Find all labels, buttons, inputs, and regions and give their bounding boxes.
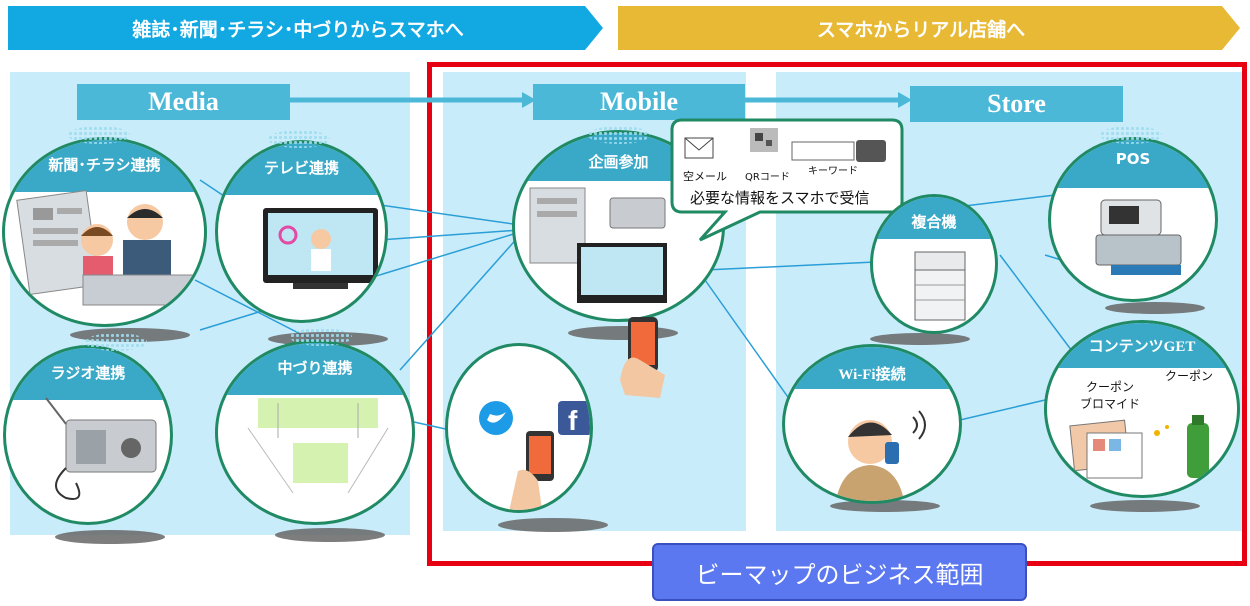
coupon-promide-label: クーポン ブロマイド (1080, 380, 1141, 411)
radio-illustration (45, 397, 157, 500)
cash-register-illustration (1095, 199, 1182, 275)
pos-circle: POS (1048, 137, 1218, 302)
wifi-user-illustration (836, 410, 926, 501)
coupon-label: クーポン (1165, 369, 1214, 383)
train-ad-caption: 中づり連携 (218, 343, 412, 395)
svg-text:f: f (568, 405, 578, 436)
social-illustration: f (479, 401, 590, 510)
dots-decoration (85, 333, 147, 351)
newspaper-circle: 新聞･チラシ連携 (2, 137, 207, 327)
tv-illustration (263, 208, 378, 289)
shadow (870, 333, 970, 345)
contents-circle: コンテンツGET クーポン ブロマイド クーポン (1044, 320, 1240, 498)
social-circle: f (445, 343, 593, 513)
callout-keyword: キーワード (808, 166, 858, 177)
callout-message: 必要な情報をスマホで受信 (690, 189, 870, 207)
stage-mobile: Mobile (533, 84, 745, 120)
dots-decoration (290, 328, 352, 346)
coupon-illustration (1069, 415, 1209, 479)
wifi-caption: Wi-Fi接続 (785, 347, 959, 389)
qr-code-icon (750, 128, 778, 152)
radio-caption: ラジオ連携 (6, 348, 170, 400)
callout-empty-mail: 空メール (683, 170, 727, 183)
facebook-icon (558, 401, 590, 435)
business-scope-label: ビーマップのビジネス範囲 (652, 543, 1027, 601)
keyword-input-icon (791, 141, 855, 161)
banner-arrows (8, 6, 1240, 50)
mfp-caption: 複合機 (873, 197, 995, 239)
tv-circle: テレビ連携 (215, 140, 388, 323)
callout-qr-code: QRコード (745, 172, 790, 183)
dots-decoration (588, 126, 650, 144)
radio-circle: ラジオ連携 (3, 345, 173, 525)
campaign-illustration (529, 187, 667, 303)
pos-caption: POS (1051, 140, 1215, 188)
dots-decoration (68, 126, 130, 144)
newspaper-illustration (16, 190, 194, 306)
shadow (275, 528, 385, 542)
contents-caption: コンテンツGET (1047, 323, 1237, 368)
banner-right: スマホからリアル店舗へ (816, 18, 1026, 41)
train-interior-illustration (247, 398, 389, 494)
shadow (498, 518, 608, 532)
dots-decoration (1100, 126, 1162, 144)
shadow (1090, 500, 1200, 512)
wifi-circle: Wi-Fi接続 (782, 344, 962, 504)
stage-store: Store (910, 86, 1123, 122)
mail-icon (684, 137, 714, 159)
mfp-circle: 複合機 (870, 194, 998, 334)
stage-media: Media (77, 84, 290, 120)
tv-caption: テレビ連携 (218, 143, 385, 195)
multifunction-printer-illustration (914, 251, 966, 321)
newspaper-caption: 新聞･チラシ連携 (5, 140, 204, 192)
shadow (55, 530, 165, 544)
shadow (1105, 302, 1205, 314)
banner-left: 雑誌･新聞･チラシ･中づりからスマホへ (132, 18, 464, 41)
dots-decoration (268, 130, 330, 148)
